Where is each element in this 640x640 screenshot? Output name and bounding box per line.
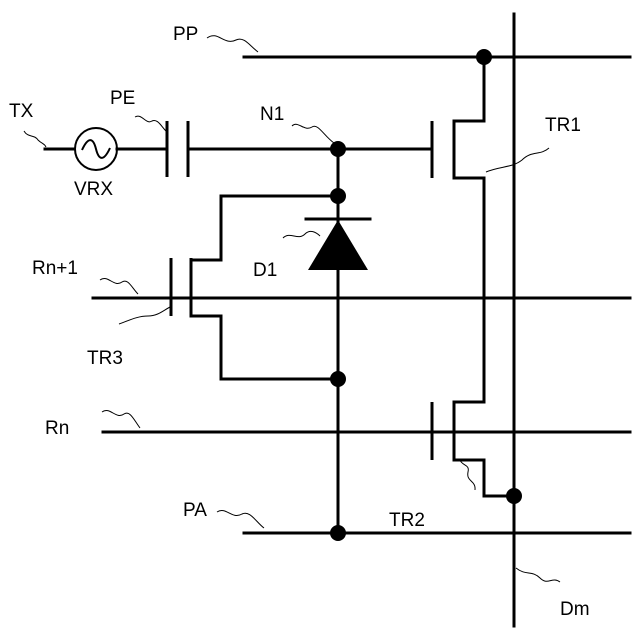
label-vrx: VRX bbox=[74, 179, 113, 200]
label-tx: TX bbox=[9, 101, 34, 122]
label-pa: PA bbox=[183, 500, 207, 521]
label-pe: PE bbox=[110, 88, 135, 109]
label-d1: D1 bbox=[253, 260, 277, 281]
label-tr3: TR3 bbox=[87, 348, 123, 369]
label-leaders bbox=[24, 36, 560, 582]
junction-pa bbox=[330, 525, 346, 541]
junction-n1 bbox=[330, 141, 346, 157]
label-pp: PP bbox=[173, 24, 198, 45]
tr3-transistor bbox=[171, 196, 338, 379]
label-rn: Rn bbox=[45, 418, 69, 439]
label-n1: N1 bbox=[260, 104, 284, 125]
label-tr1: TR1 bbox=[545, 115, 581, 136]
d1-diode bbox=[306, 219, 370, 270]
vrx-source bbox=[75, 128, 117, 170]
label-rn1: Rn+1 bbox=[32, 258, 78, 279]
label-tr2: TR2 bbox=[389, 510, 425, 531]
tr1-transistor bbox=[432, 57, 484, 402]
junction-tr2-dm bbox=[506, 488, 522, 504]
junction-pp-tr1 bbox=[476, 49, 492, 65]
tr2-transistor bbox=[432, 402, 514, 496]
junction-tr3-source bbox=[330, 371, 346, 387]
junction-d1-anode bbox=[330, 188, 346, 204]
label-dm: Dm bbox=[560, 599, 590, 620]
pe-capacitor bbox=[167, 121, 188, 177]
